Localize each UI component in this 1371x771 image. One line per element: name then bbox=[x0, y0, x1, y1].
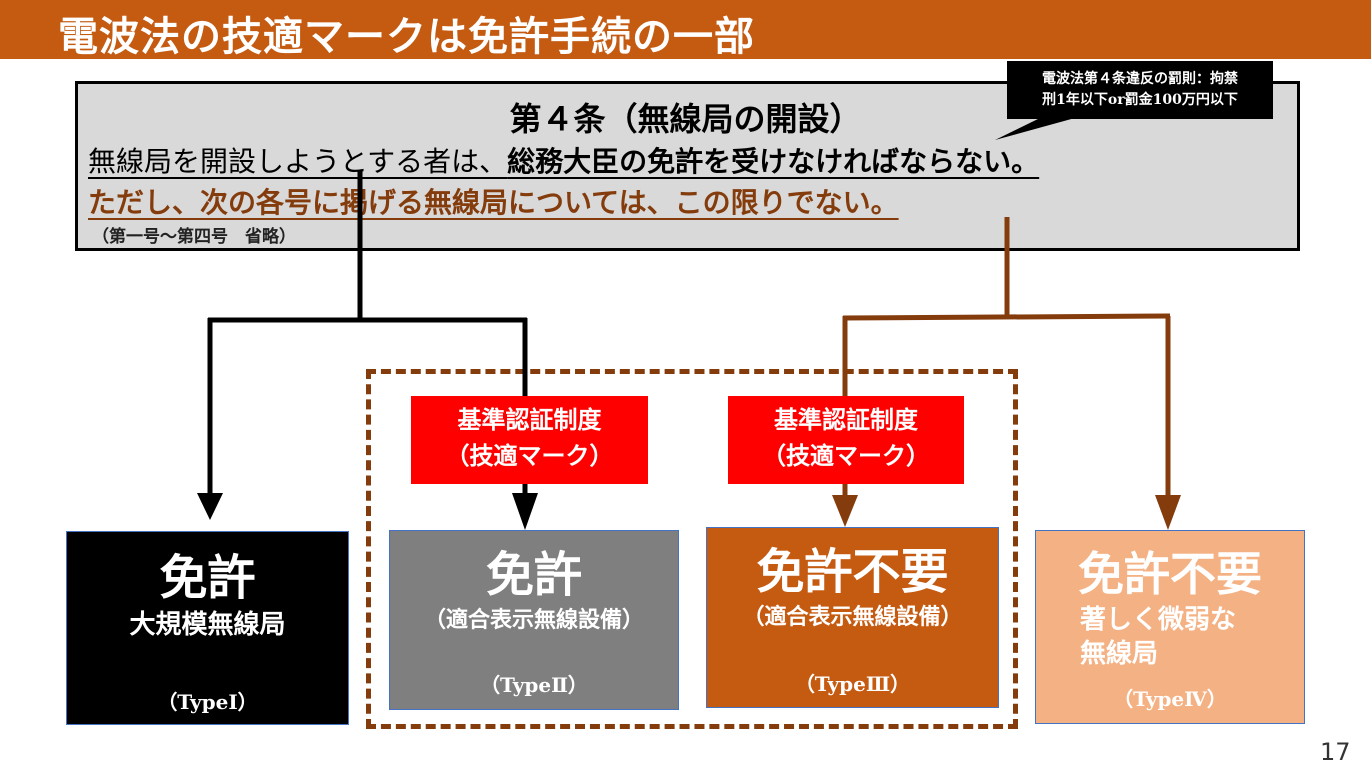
article-main-clause: 無線局を開設しようとする者は、総務大臣の免許を受けなければならない。 bbox=[88, 140, 1039, 180]
article-main-clause-plain: 無線局を開設しようとする者は、 bbox=[88, 145, 508, 178]
type1-main: 免許 bbox=[159, 550, 256, 606]
callout-pointer bbox=[995, 118, 1075, 140]
type3-sub: （適合表示無線設備） bbox=[742, 604, 963, 630]
penalty-callout-line2: 刑1年以下or罰金100万円以下 bbox=[1042, 92, 1238, 108]
type3-tag: （TypeⅢ） bbox=[794, 672, 911, 696]
arrowhead-type2 bbox=[512, 493, 538, 530]
type2-sub: （適合表示無線設備） bbox=[423, 607, 644, 633]
type4-sub-line1: 著しく微弱な bbox=[1080, 605, 1237, 635]
type4-box: 免許不要 著しく微弱な 無線局 （TypeⅣ） bbox=[1035, 530, 1305, 724]
certification-label-line1: 基準認証制度 bbox=[457, 405, 602, 434]
certification-label-line1: 基準認証制度 bbox=[774, 405, 918, 434]
type3-main: 免許不要 bbox=[756, 544, 949, 600]
article-omission-note: （第一号～第四号 省略） bbox=[92, 227, 296, 247]
type1-sub: 大規模無線局 bbox=[129, 610, 286, 640]
type1-tag: （TypeⅠ） bbox=[157, 690, 258, 714]
title-bar bbox=[0, 0, 1371, 59]
type4-sub-line2: 無線局 bbox=[1080, 639, 1159, 669]
article-heading: 第４条（無線局の開設） bbox=[509, 100, 862, 138]
article-proviso: ただし、次の各号に掲げる無線局については、この限りでない。 bbox=[88, 186, 899, 219]
penalty-callout-line1: 電波法第４条違反の罰則：拘禁 bbox=[1042, 71, 1238, 87]
type2-box: 免許 （適合表示無線設備） （TypeⅡ） bbox=[389, 530, 679, 710]
arrowhead-type3 bbox=[832, 495, 858, 527]
arrowhead-type1 bbox=[197, 493, 223, 520]
article-main-clause-bold: 総務大臣の免許を受けなければならない。 bbox=[507, 145, 1040, 178]
page-number: 17 bbox=[1320, 738, 1351, 766]
type1-box: 免許 大規模無線局 （TypeⅠ） bbox=[66, 531, 349, 725]
type2-main: 免許 bbox=[485, 547, 582, 603]
penalty-callout: 電波法第４条違反の罰則：拘禁 刑1年以下or罰金100万円以下 bbox=[1007, 61, 1273, 119]
type3-box: 免許不要 （適合表示無線設備） （TypeⅢ） bbox=[706, 527, 999, 708]
type2-tag: （TypeⅡ） bbox=[480, 673, 588, 697]
certification-label-type3: 基準認証制度 （技適マーク） bbox=[728, 396, 964, 484]
slide-title: 電波法の技適マークは免許手続の一部 bbox=[58, 14, 755, 60]
arrowhead-type4 bbox=[1155, 495, 1181, 530]
certification-label-type2: 基準認証制度 （技適マーク） bbox=[411, 396, 648, 484]
certification-label-line2: （技適マーク） bbox=[762, 441, 930, 470]
certification-group-frame bbox=[366, 369, 1018, 729]
type4-main: 免許不要 bbox=[1078, 547, 1262, 601]
certification-label-line2: （技適マーク） bbox=[445, 441, 614, 470]
type4-tag: （TypeⅣ） bbox=[1113, 687, 1227, 711]
